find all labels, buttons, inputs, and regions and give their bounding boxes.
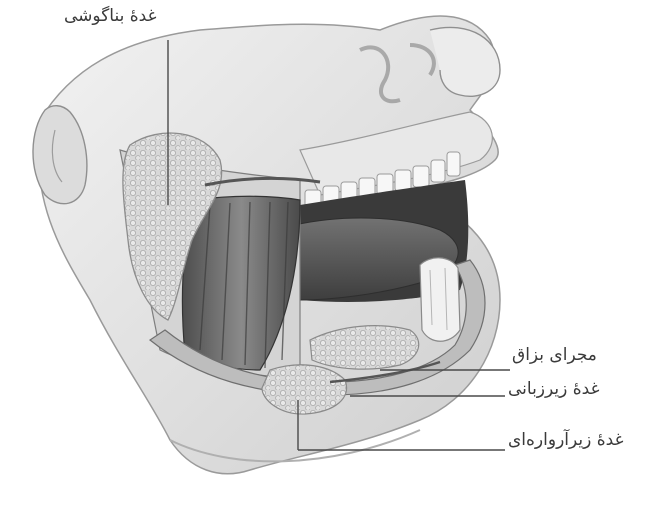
label-salivary-duct: مجرای بزاق <box>512 347 597 364</box>
submandibular-gland <box>262 365 347 414</box>
label-sublingual-gland: غدهٔ زیرزبانی <box>508 381 599 398</box>
label-parotid-gland: غدهٔ بناگوشی <box>64 8 156 25</box>
lower-teeth <box>420 258 460 341</box>
label-submandibular-gland: غدهٔ زیرآرواره‌ای <box>508 432 623 449</box>
